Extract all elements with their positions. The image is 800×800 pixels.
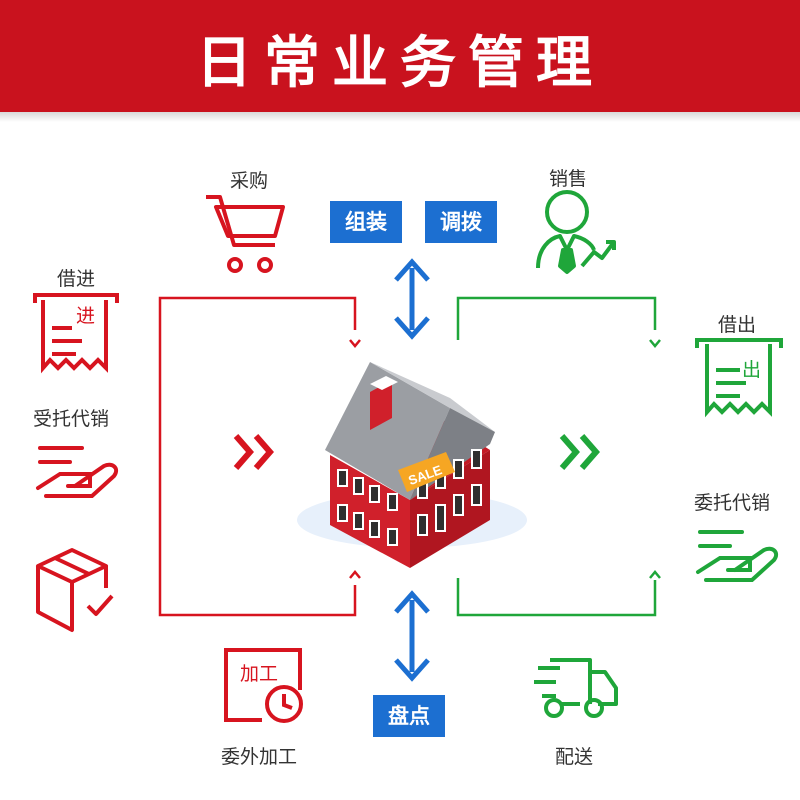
top-double-arrow-icon (394, 258, 430, 340)
outsourcing-clock-icon (224, 648, 303, 723)
borrow-out-receipt-icon (695, 338, 783, 418)
consign-out-label: 委托代销 (694, 492, 771, 514)
consign-out-hand-icon (696, 530, 779, 582)
assemble-button[interactable]: 组装 (330, 201, 402, 243)
inbound-chevron-icon (233, 434, 274, 470)
consign-in-label: 受托代销 (33, 408, 110, 430)
salesperson-icon (536, 190, 616, 274)
left-bracket (158, 296, 361, 617)
outbound-chevron-icon (559, 434, 600, 470)
outsourcing-glyph: 加工 (240, 663, 278, 685)
purchase-label: 采购 (230, 170, 269, 192)
warehouse-house-icon: SALE (297, 362, 527, 568)
inventory-button[interactable]: 盘点 (373, 695, 445, 737)
package-box-icon (36, 548, 114, 632)
bottom-double-arrow-icon (394, 590, 430, 682)
transfer-button[interactable]: 调拨 (425, 201, 497, 243)
borrow-out-glyph: 出 (742, 359, 761, 381)
shopping-cart-icon (206, 195, 285, 273)
delivery-truck-icon (534, 658, 618, 718)
right-bracket (456, 296, 661, 617)
consign-in-hand-icon (36, 446, 119, 498)
page-title: 日常业务管理 (196, 31, 604, 96)
header-banner: 日常业务管理 (0, 0, 800, 122)
outsourcing-label: 委外加工 (221, 746, 298, 768)
sales-label: 销售 (549, 168, 588, 190)
borrow-out-label: 借出 (718, 314, 757, 336)
borrow-in-glyph: 进 (76, 305, 95, 327)
delivery-label: 配送 (555, 746, 594, 768)
borrow-in-label: 借进 (57, 268, 96, 290)
borrow-in-receipt-icon (33, 293, 119, 374)
